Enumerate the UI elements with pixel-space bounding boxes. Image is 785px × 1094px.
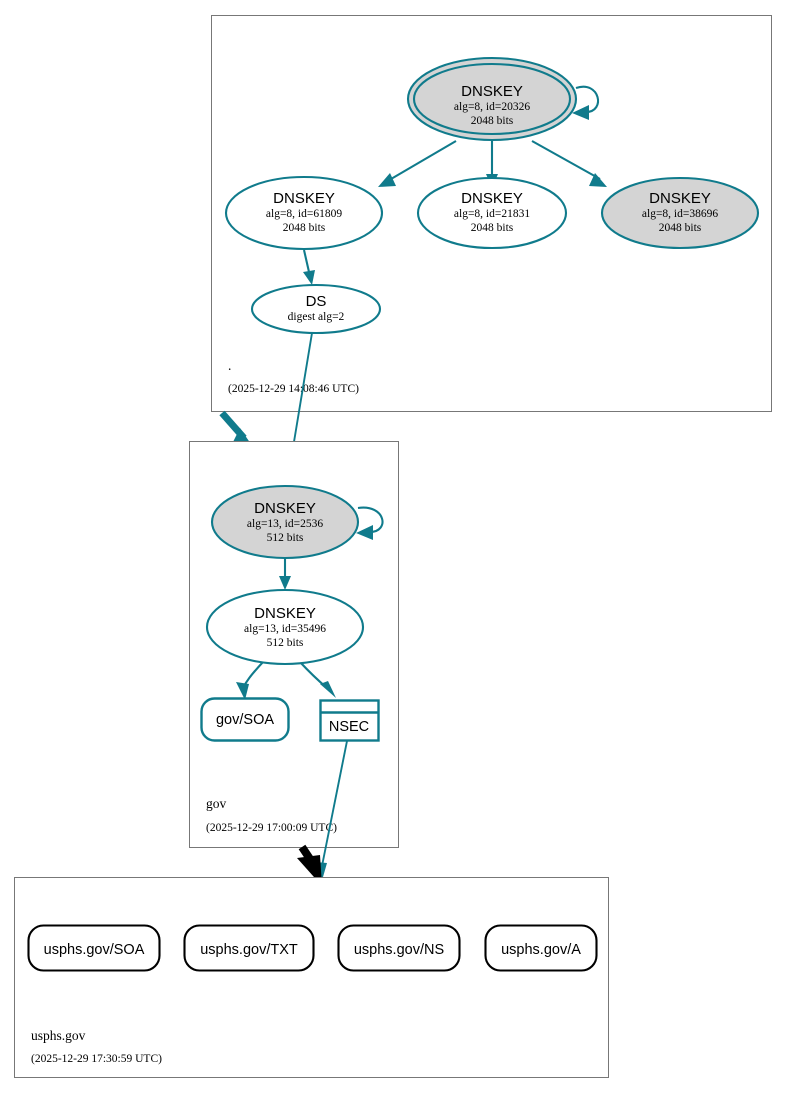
edge-root-ksk-self-loop[interactable] (572, 85, 600, 120)
edge-gov-ksk-self-loop[interactable] (356, 506, 384, 540)
node-usphs-soa-label: usphs.gov/SOA (44, 942, 145, 958)
node-root-ksk-20326-size: 2048 bits (471, 115, 514, 127)
zone-timestamp-usphs: (2025-12-29 17:30:59 UTC) (31, 1053, 162, 1065)
node-root-zsk-38696-title: DNSKEY (649, 190, 711, 207)
edge-gov-ksk-to-zsk[interactable] (279, 558, 291, 590)
node-usphs-ns[interactable]: usphs.gov/NS (337, 924, 461, 972)
zone-label-gov: gov (206, 796, 227, 811)
node-gov-ksk-2536-size: 512 bits (267, 532, 304, 544)
node-root-ksk-20326-title: DNSKEY (461, 83, 523, 100)
node-gov-nsec-shape (319, 699, 380, 742)
node-usphs-soa-shape (27, 924, 161, 972)
node-gov-nsec[interactable]: NSEC (319, 699, 380, 742)
node-root-zsk-21831-params: alg=8, id=21831 (454, 208, 530, 220)
node-gov-nsec-label: NSEC (329, 719, 369, 735)
node-gov-zsk-35496-title: DNSKEY (254, 605, 316, 622)
node-usphs-txt[interactable]: usphs.gov/TXT (183, 924, 315, 972)
node-root-zsk-21831-title: DNSKEY (461, 190, 523, 207)
edge-gov-zsk-to-nsec[interactable] (299, 661, 336, 698)
node-root-zsk-21831-shape (416, 176, 568, 250)
node-root-ds-title: DS (306, 293, 327, 310)
node-gov-zsk-35496-size: 512 bits (267, 637, 304, 649)
edge-gov-zsk-to-soa[interactable] (236, 661, 264, 700)
zone-cluster-gov: DNSKEY alg=13, id=2536 512 bits DNSKEY a… (189, 441, 399, 848)
node-root-zsk-21831[interactable]: DNSKEY alg=8, id=21831 2048 bits (416, 176, 568, 250)
node-usphs-txt-label: usphs.gov/TXT (200, 942, 298, 958)
node-root-zsk-61809[interactable]: DNSKEY alg=8, id=61809 2048 bits (224, 175, 384, 251)
node-gov-zsk-35496-shape (205, 588, 365, 666)
zone-label-usphs: usphs.gov (31, 1028, 86, 1043)
zone-timestamp-gov: (2025-12-29 17:00:09 UTC) (206, 822, 337, 834)
node-root-zsk-61809-params: alg=8, id=61809 (266, 208, 342, 220)
node-gov-zsk-35496[interactable]: DNSKEY alg=13, id=35496 512 bits (205, 588, 365, 666)
node-gov-ksk-2536[interactable]: DNSKEY alg=13, id=2536 512 bits (210, 484, 360, 560)
node-usphs-a-shape (484, 924, 598, 972)
edge-root-zsk-61809-to-ds[interactable] (302, 249, 315, 285)
node-root-ds-shape (250, 283, 382, 335)
node-root-zsk-61809-title: DNSKEY (273, 190, 335, 207)
zone-cluster-usphs-box (14, 877, 609, 1078)
edge-root-ksk-to-zsk-61809[interactable] (378, 140, 457, 187)
node-root-zsk-38696-params: alg=8, id=38696 (642, 208, 718, 220)
node-gov-ksk-2536-title: DNSKEY (254, 500, 316, 517)
node-root-zsk-61809-size: 2048 bits (283, 222, 326, 234)
node-root-zsk-61809-shape (224, 175, 384, 251)
node-usphs-a-label: usphs.gov/A (501, 942, 581, 958)
node-root-zsk-21831-size: 2048 bits (471, 222, 514, 234)
node-gov-soa-label: gov/SOA (216, 712, 274, 728)
node-root-zsk-38696-shape (600, 176, 760, 250)
edge-root-ksk-to-zsk-38696[interactable] (531, 140, 607, 187)
zone-cluster-root: DNSKEY alg=8, id=20326 2048 bits DNSKEY … (211, 15, 772, 412)
node-gov-ksk-2536-params: alg=13, id=2536 (247, 518, 323, 530)
node-usphs-ns-label: usphs.gov/NS (354, 942, 444, 958)
node-gov-soa[interactable]: gov/SOA (200, 697, 290, 742)
zone-timestamp-root: (2025-12-29 14:08:46 UTC) (228, 383, 359, 395)
node-root-ksk-20326-params: alg=8, id=20326 (454, 101, 530, 113)
node-gov-soa-shape (200, 697, 290, 742)
node-root-ksk-20326[interactable]: DNSKEY alg=8, id=20326 2048 bits (406, 56, 578, 142)
node-usphs-a[interactable]: usphs.gov/A (484, 924, 598, 972)
node-root-ds-params: digest alg=2 (288, 311, 345, 323)
node-usphs-ns-shape (337, 924, 461, 972)
node-gov-zsk-35496-params: alg=13, id=35496 (244, 623, 326, 635)
node-usphs-txt-shape (183, 924, 315, 972)
zone-label-root: . (228, 358, 231, 373)
node-root-ksk-20326-inner (412, 62, 572, 136)
node-root-ds[interactable]: DS digest alg=2 (250, 283, 382, 335)
node-root-zsk-38696-size: 2048 bits (659, 222, 702, 234)
node-gov-ksk-2536-shape (210, 484, 360, 560)
zone-cluster-usphs: usphs.gov/SOA usphs.gov/TXT usphs.gov/NS… (14, 877, 609, 1078)
node-root-zsk-38696[interactable]: DNSKEY alg=8, id=38696 2048 bits (600, 176, 760, 250)
node-usphs-soa[interactable]: usphs.gov/SOA (27, 924, 161, 972)
